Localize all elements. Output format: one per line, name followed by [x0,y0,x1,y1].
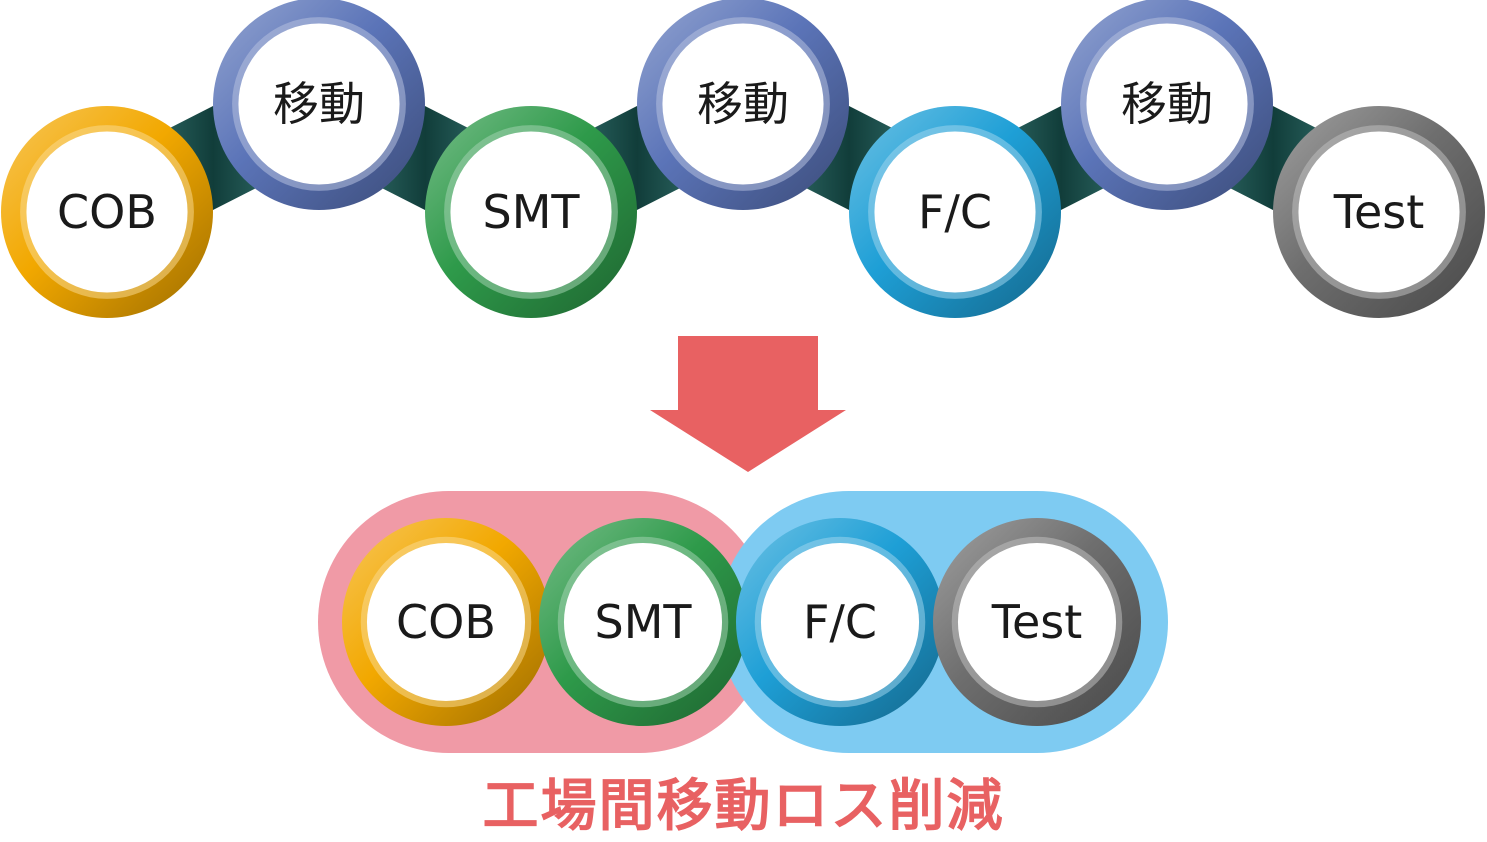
merged-flow-steps: COB SMT F/C Test [342,518,1141,726]
process-step-3-label: SMT [483,185,581,239]
merged-step-1: COB [342,518,550,726]
process-step-1-face [26,131,188,293]
down-arrow-icon [650,336,846,472]
merged-step-4-label: Test [991,595,1083,649]
merged-step-1-label: COB [396,595,496,649]
move-step-4-label: 移動 [697,77,789,131]
process-step-1-label: COB [57,185,157,239]
merged-step-2: SMT [539,518,747,726]
move-step-4-face [662,23,824,185]
move-step-2: 移動 [213,0,425,210]
move-step-6-face [1086,23,1248,185]
process-step-7-label: Test [1333,185,1425,239]
process-step-7: Test [1273,106,1485,318]
merged-step-1-face [366,542,526,702]
process-step-3-face [450,131,612,293]
process-step-5-face [874,131,1036,293]
top-flow-steps: COB 移動 SMT 移動 F/C 移動 Test [1,0,1485,318]
process-step-1: COB [1,106,213,318]
merged-step-4: Test [933,518,1141,726]
result-caption: 工場間移動ロス削減 [482,774,1005,839]
process-step-5-label: F/C [918,185,992,239]
move-step-2-label: 移動 [273,77,365,131]
move-step-6-label: 移動 [1121,77,1213,131]
move-step-6: 移動 [1061,0,1273,210]
merged-step-2-face [563,542,723,702]
merged-step-4-face [957,542,1117,702]
merged-step-3-face [760,542,920,702]
process-step-7-face [1298,131,1460,293]
process-step-3: SMT [425,106,637,318]
merged-step-3: F/C [736,518,944,726]
move-step-4: 移動 [637,0,849,210]
process-step-5: F/C [849,106,1061,318]
move-step-2-face [238,23,400,185]
merged-step-3-label: F/C [803,595,877,649]
merged-step-2-label: SMT [595,595,693,649]
